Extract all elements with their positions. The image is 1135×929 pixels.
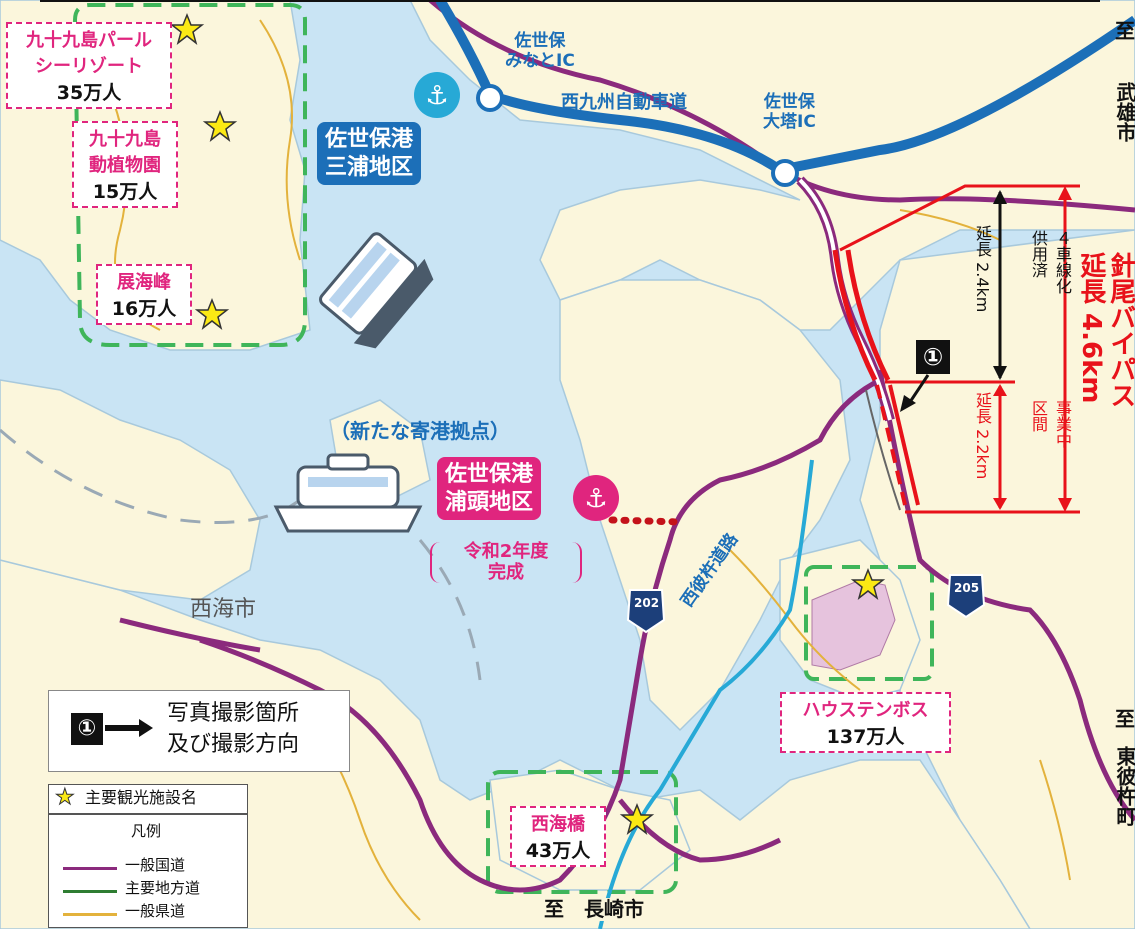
higashisonogi-to-label: 至 <box>1115 707 1135 731</box>
attraction-tenkaiho: 展海峰 16万人 <box>96 264 192 325</box>
map-top-border <box>40 0 1100 2</box>
svg-text:⚓: ⚓ <box>584 484 607 514</box>
higashisonogi-label: 東彼杵町 <box>1113 746 1135 826</box>
minato-ic-label: 佐世保 みなとIC <box>505 31 575 71</box>
daito-ic-label: 佐世保 大塔IC <box>763 92 816 132</box>
miura-port-badge: 佐世保港 三浦地区 <box>317 122 422 185</box>
attraction-name: 西海橋 <box>531 814 585 835</box>
star-icon-zoo <box>202 109 238 142</box>
expressway-label: 西九州自動車道 <box>561 92 687 113</box>
attraction-name: 九十九島 動植物園 <box>89 129 161 176</box>
saikai-city-label: 西海市 <box>190 597 257 622</box>
route-202-label: 202 <box>634 596 660 610</box>
pref-road-3 <box>729 549 861 691</box>
minato-ic-marker <box>476 84 504 112</box>
route-205-shield <box>946 574 986 619</box>
ferry-line-1 <box>0 428 301 524</box>
anchor-icon-uragashira: ⚓ <box>573 475 619 521</box>
road-legend-title: 凡例 <box>131 822 162 840</box>
bypass-work-length: 延長 2.2km <box>973 392 992 480</box>
attraction-huis-ten-bosch: ハウステンボス 137万人 <box>780 692 951 753</box>
photo-legend: ① 写真撮影箇所 及び撮影方向 <box>48 690 350 772</box>
attraction-name: ハウステンボス <box>802 700 929 721</box>
legend-line-main <box>63 890 117 893</box>
pref-road-5 <box>1039 759 1071 881</box>
ship-icon-miura <box>319 232 434 349</box>
bypass-done-length: 延長 2.4km <box>973 225 992 313</box>
star-icon-houseten <box>850 567 886 600</box>
land-west-center <box>0 379 261 601</box>
star-icon-pearl <box>169 12 205 45</box>
attraction-visitors: 15万人 <box>92 181 158 203</box>
attraction-saikaibashi: 西海橋 43万人 <box>510 806 606 867</box>
bypass-work-label: 事業中 区間 <box>1029 400 1072 448</box>
attraction-pearl-resort: 九十九島パール シーリゾート 35万人 <box>6 22 172 109</box>
attraction-name: 九十九島パール シーリゾート <box>26 30 152 77</box>
photo-legend-text: 写真撮影箇所 及び撮影方向 <box>167 701 300 757</box>
uragashira-port-badge: 佐世保港 浦頭地区 <box>437 457 542 520</box>
ship-icon-new-hub <box>273 453 423 533</box>
bypass-done-label: ４車線化 供用済 <box>1029 230 1072 294</box>
saihi-road-line <box>598 459 814 929</box>
daito-ic-marker <box>771 159 799 187</box>
attraction-name: 展海峰 <box>117 272 171 293</box>
nagasaki-label: 至 長崎市 <box>540 898 648 921</box>
attraction-visitors: 43万人 <box>525 840 591 862</box>
star-legend-text: 主要観光施設名 <box>85 788 198 807</box>
star-legend: ★ 主要観光施設名 <box>48 784 248 814</box>
photo-point-marker: ① <box>916 340 950 374</box>
attraction-visitors: 16万人 <box>111 298 177 320</box>
route-205-label: 205 <box>954 581 980 595</box>
legend-line-pref <box>63 913 117 916</box>
completion-label: 令和2年度 完成 <box>430 541 582 584</box>
takeo-to-label: 至 <box>1115 19 1135 43</box>
bypass-extent-top <box>839 184 1080 252</box>
legend-label-national: 一般国道 <box>125 856 186 874</box>
legend-line-national <box>63 867 117 870</box>
photo-legend-marker: ① <box>71 713 103 745</box>
zone-saikaibashi <box>486 770 678 894</box>
bypass-route <box>796 176 920 511</box>
zone-houseten <box>804 565 934 681</box>
bypass-title: 針尾バイパス 延長 4.6km <box>1075 252 1135 408</box>
takeo-label: 武雄市 <box>1113 82 1135 142</box>
cruise-dotted-link <box>608 516 684 526</box>
attraction-visitors: 137万人 <box>826 726 905 748</box>
svg-text:⚓: ⚓ <box>425 81 448 111</box>
photo-legend-arrow-icon <box>105 725 141 731</box>
route-202-shield <box>626 589 666 634</box>
road-legend: 凡例 一般国道 主要地方道 一般県道 <box>48 814 248 928</box>
star-legend-icon: ★ <box>55 785 76 811</box>
photo-legend-arrowhead-icon <box>139 719 153 737</box>
anchor-icon-minato: ⚓ <box>414 72 460 118</box>
star-icon-saikaibashi <box>619 802 655 835</box>
new-hub-label: （新たな寄港拠点） <box>330 419 510 443</box>
star-icon-tenkaiho <box>194 297 230 330</box>
attraction-zoo: 九十九島 動植物園 15万人 <box>72 121 178 208</box>
route-west-bottom <box>119 617 261 653</box>
legend-label-pref: 一般県道 <box>125 902 186 920</box>
land-southwest <box>0 559 1031 929</box>
legend-label-main: 主要地方道 <box>125 879 201 897</box>
route-205 <box>877 369 1135 822</box>
attraction-visitors: 35万人 <box>56 82 122 104</box>
pref-road-1 <box>259 19 301 261</box>
route-202 <box>199 377 882 893</box>
